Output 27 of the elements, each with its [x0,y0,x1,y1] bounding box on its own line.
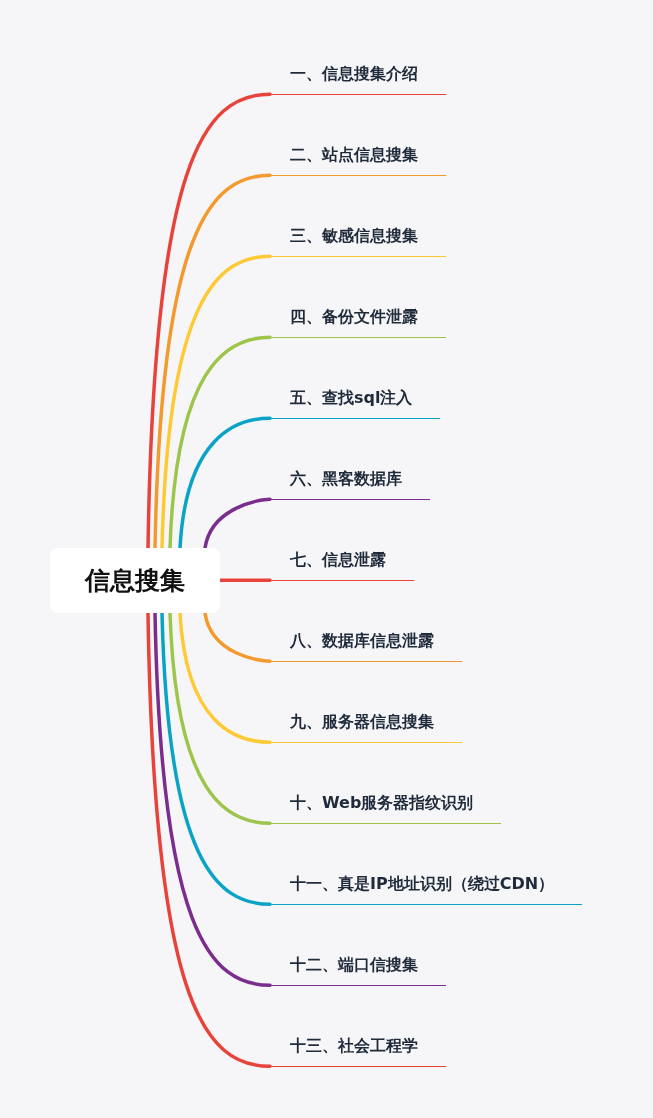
branch-curve [160,254,272,550]
branch-topic: 四、备份文件泄露 [270,302,446,338]
branch-curve [218,578,272,582]
branch-topic: 七、信息泄露 [270,545,414,581]
branch-curve [203,497,272,550]
branch-topic: 三、敏感信息搜集 [270,221,446,257]
branch-topic: 十三、社会工程学 [270,1031,446,1067]
branch-curve [160,611,272,906]
root-topic-box: 信息搜集 [50,548,220,613]
branch-curve [178,416,272,550]
branch-curve [153,173,272,550]
branch-topic: 十、Web服务器指纹识别 [270,788,502,824]
branch-topic: 五、查找sql注入 [270,383,441,419]
branch-curve [168,611,272,825]
branch-topic: 六、黑客数据库 [270,464,430,500]
branch-topic: 一、信息搜集介绍 [270,59,446,95]
branch-curve [203,611,272,663]
branch-topic: 九、服务器信息搜集 [270,707,462,743]
branch-topic: 十一、真是IP地址识别（绕过CDN） [270,869,583,905]
branch-curve [146,611,272,1068]
branch-topic: 二、站点信息搜集 [270,140,446,176]
branch-curve [146,92,272,550]
branch-topic: 八、数据库信息泄露 [270,626,462,662]
branch-curve [153,611,272,987]
branch-topic: 十二、端口信搜集 [270,950,446,986]
branch-curve [178,611,272,744]
branch-curve [168,335,272,550]
